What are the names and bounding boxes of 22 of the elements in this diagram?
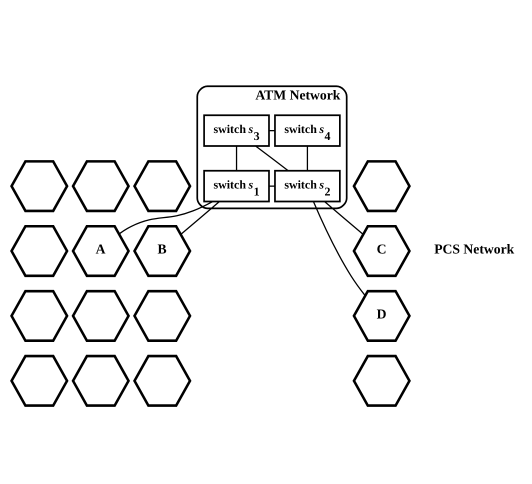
connector [118, 200, 213, 234]
connector [180, 200, 220, 234]
connector [269, 185, 275, 186]
connector [256, 145, 288, 171]
node-hexagon [72, 160, 130, 212]
node-hexagon [10, 160, 69, 212]
connector [306, 146, 308, 170]
connector [236, 146, 238, 170]
connector [324, 200, 364, 234]
node-hexagon [352, 354, 411, 406]
node-hexagon [10, 289, 69, 342]
connector [312, 200, 366, 296]
label: PCS Network [434, 240, 514, 256]
node-hexagon [133, 354, 192, 406]
node-hexagon [72, 354, 130, 406]
node-hexagon [133, 289, 192, 342]
node-hexagon [10, 224, 69, 277]
connector [269, 130, 275, 131]
node-hexagon [352, 160, 411, 212]
node-hexagon [72, 289, 130, 342]
node-hexagon [10, 354, 69, 406]
node-hexagon [133, 160, 192, 212]
